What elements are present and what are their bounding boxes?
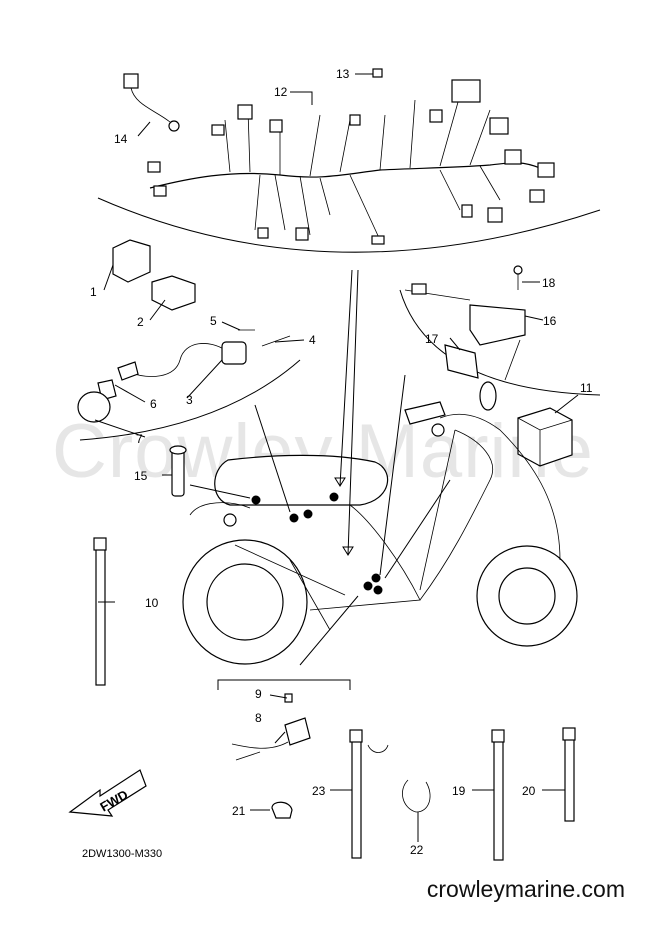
wire-harness-part bbox=[147, 79, 555, 245]
harness-section-arc bbox=[97, 197, 601, 253]
bracket-8-9 bbox=[217, 679, 351, 690]
ignition-coil-part bbox=[117, 329, 291, 381]
callout-8: 8 bbox=[255, 711, 262, 725]
callout-10: 10 bbox=[145, 596, 159, 610]
callout-9: 9 bbox=[255, 687, 262, 701]
callout-14: 14 bbox=[114, 132, 128, 146]
callout-19: 19 bbox=[452, 784, 466, 798]
callout-5: 5 bbox=[210, 314, 217, 328]
callout-13: 13 bbox=[336, 67, 350, 81]
location-dot bbox=[303, 509, 313, 519]
bracket-part-16 bbox=[404, 265, 526, 411]
callout-2: 2 bbox=[137, 315, 144, 329]
location-dot bbox=[371, 573, 381, 583]
diagram-code: 2DW1300-M330 bbox=[82, 848, 163, 860]
callout-7: 7 bbox=[136, 432, 143, 446]
sensor-part-15 bbox=[169, 445, 187, 497]
location-dot bbox=[363, 581, 373, 591]
fuse-part bbox=[372, 68, 383, 78]
callout-20: 20 bbox=[522, 784, 536, 798]
callout-18: 18 bbox=[542, 276, 556, 290]
cable-tie-20 bbox=[564, 736, 575, 822]
cable-tie-19 bbox=[493, 739, 504, 861]
callout-17: 17 bbox=[425, 332, 439, 346]
plug-boot-part bbox=[77, 391, 111, 423]
callout-3: 3 bbox=[186, 393, 193, 407]
relay-part bbox=[112, 239, 151, 283]
footer-url: crowleymarine.com bbox=[426, 876, 625, 902]
band-part-22 bbox=[402, 779, 431, 813]
callout-11: 11 bbox=[580, 381, 593, 395]
battery-part bbox=[517, 407, 573, 467]
fwd-arrow: FWD bbox=[68, 769, 147, 817]
scooter-outline bbox=[182, 401, 578, 665]
callout-4: 4 bbox=[309, 333, 316, 347]
location-dot bbox=[373, 585, 383, 595]
location-dot bbox=[329, 492, 339, 502]
callout-21: 21 bbox=[232, 804, 246, 818]
location-dot bbox=[289, 513, 299, 523]
left-section-arc bbox=[79, 359, 301, 441]
callout-16: 16 bbox=[543, 314, 557, 328]
callout-6: 6 bbox=[150, 397, 157, 411]
unit-part-8 bbox=[231, 693, 311, 761]
callout-15: 15 bbox=[134, 469, 148, 483]
ground-lead-part bbox=[123, 73, 180, 132]
flasher-part bbox=[151, 275, 196, 311]
callout-23: 23 bbox=[312, 784, 326, 798]
callout-22: 22 bbox=[410, 843, 424, 857]
callout-1: 1 bbox=[90, 285, 97, 299]
callout-12: 12 bbox=[274, 85, 288, 99]
clip-part bbox=[367, 744, 389, 753]
clamp-part-21 bbox=[271, 801, 293, 819]
location-dot bbox=[251, 495, 261, 505]
cable-tie-23 bbox=[351, 737, 362, 859]
cable-tie-10 bbox=[95, 544, 106, 686]
